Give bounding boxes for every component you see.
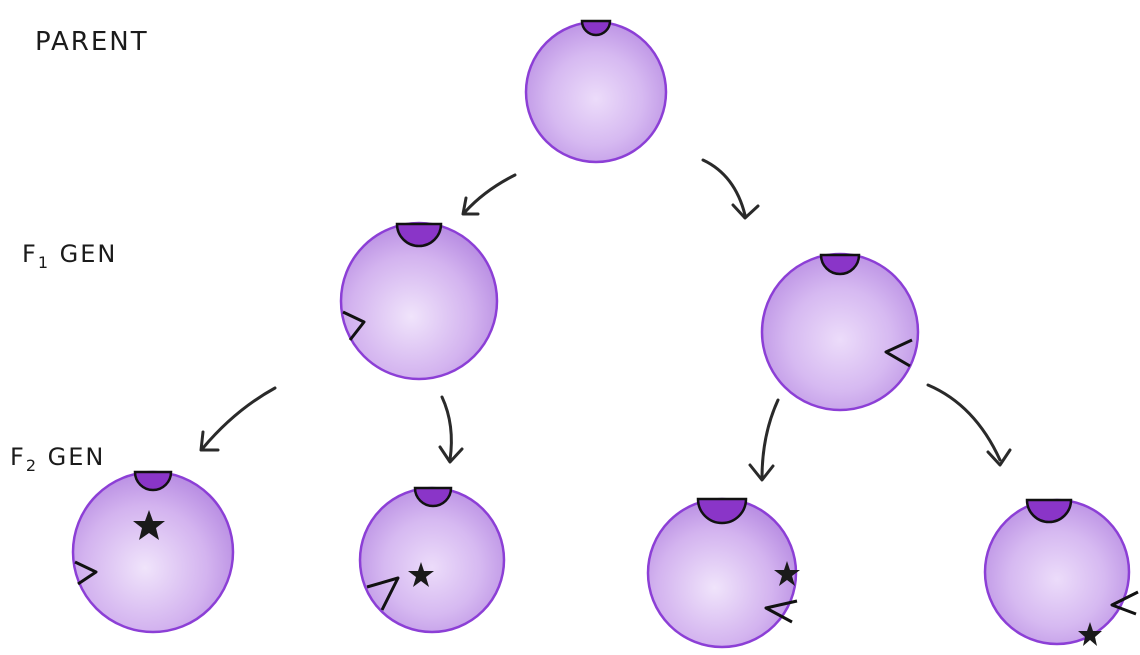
arrow-parent-to-f1-right — [703, 160, 758, 218]
f2-cell-3 — [648, 499, 800, 647]
f1-gen-label: F1 GEN — [22, 240, 117, 272]
f2-gen-label: F2 GEN — [10, 443, 105, 475]
f1-right-cell — [762, 254, 918, 410]
arrow-f1-left-to-f2-2 — [440, 397, 462, 462]
f2-cell-2 — [360, 488, 504, 632]
f2-cell-4 — [985, 500, 1138, 646]
arrow-f1-right-to-f2-4 — [928, 385, 1010, 465]
arrow-parent-to-f1-left — [463, 175, 515, 214]
cell-body — [360, 488, 504, 632]
parent-label: PARENT — [35, 27, 149, 57]
cell-body — [526, 22, 666, 162]
cell-body — [73, 472, 233, 632]
f1-left-cell — [341, 223, 497, 379]
cell-body — [762, 254, 918, 410]
arrow-f1-left-to-f2-1 — [201, 388, 275, 450]
parent-cell — [526, 21, 666, 162]
arrow-f1-right-to-f2-3 — [750, 400, 778, 480]
f2-cell-1 — [73, 472, 233, 632]
